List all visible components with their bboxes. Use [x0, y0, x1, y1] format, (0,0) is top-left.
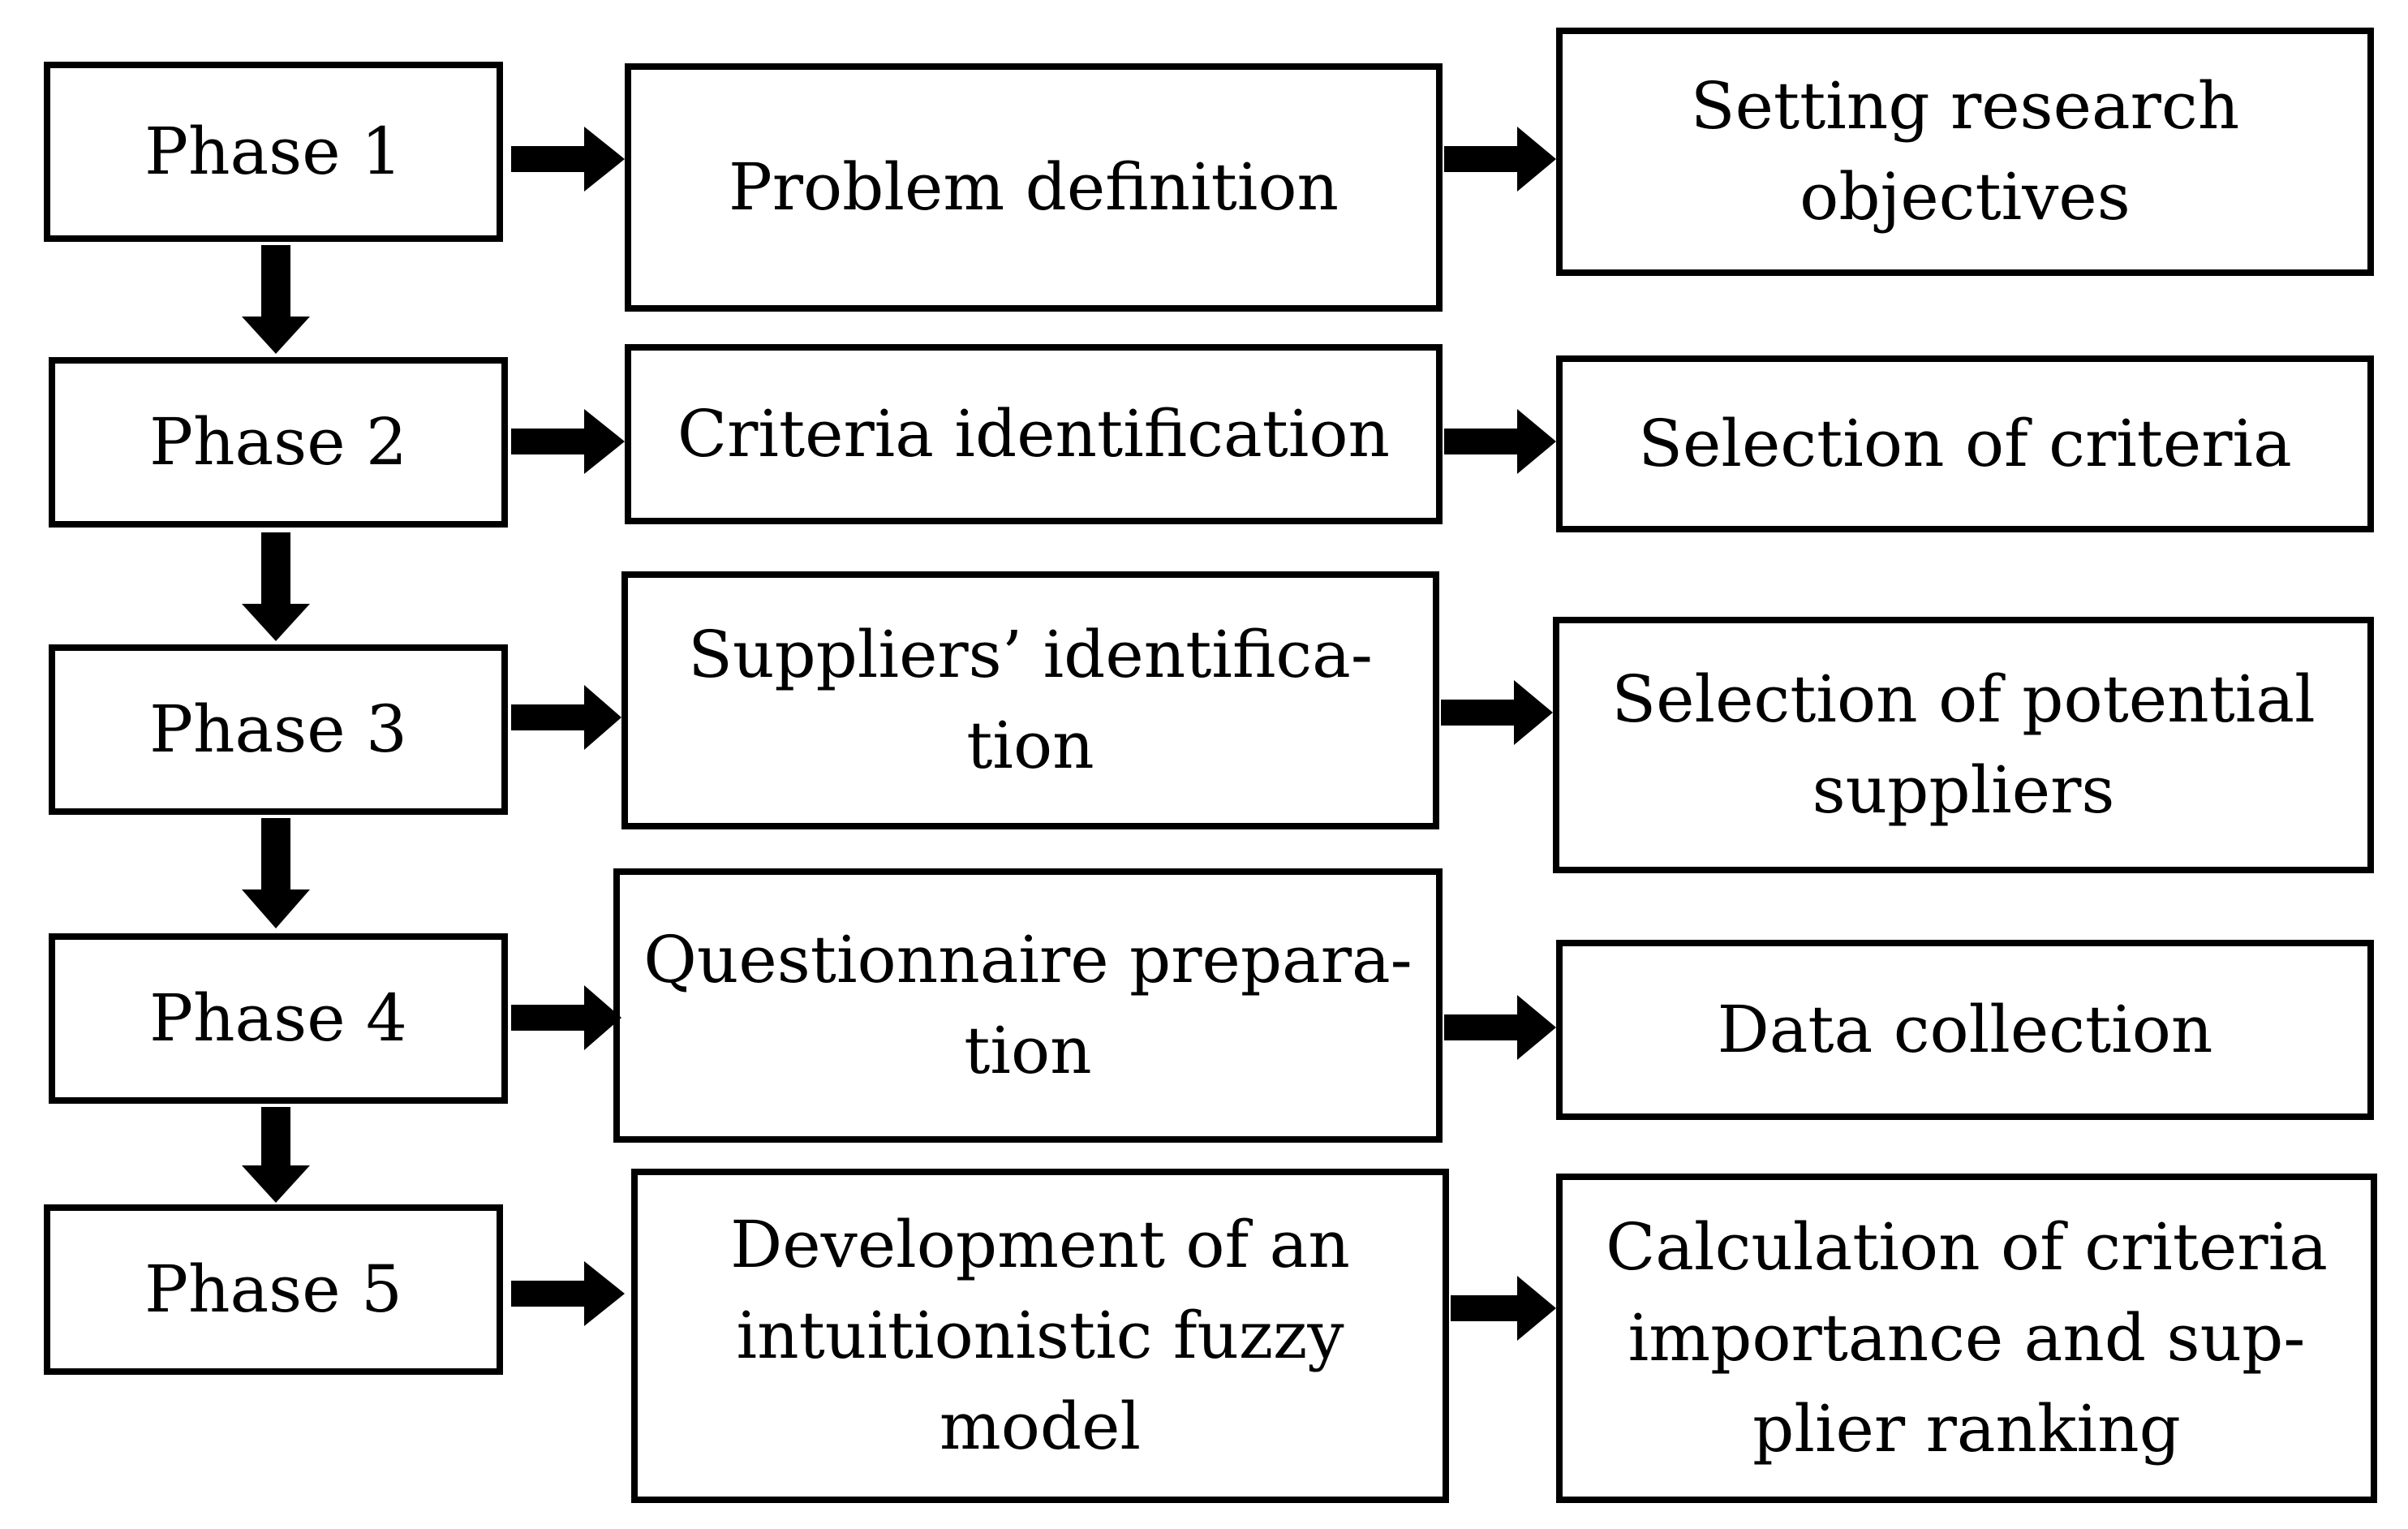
phase-2-step-box: Criteria identification — [625, 344, 1443, 524]
phase-2-label: Phase 2 — [149, 404, 407, 480]
phase-3-step-box: Suppliers’ identifica- tion — [621, 571, 1439, 829]
phase-1-step-text: Problem definition — [728, 149, 1339, 225]
phase-5-step-box: Development of an intuitionistic fuzzy m… — [631, 1169, 1449, 1503]
phase-3-label: Phase 3 — [149, 691, 407, 767]
arrow-phase-2-to-phase-3 — [242, 532, 310, 641]
phase-2-outcome-text: Selection of criteria — [1638, 406, 2292, 481]
phase-3-box: Phase 3 — [49, 644, 508, 815]
arrow-step-1-to-outcome — [1444, 127, 1556, 192]
phase-2-step-text: Criteria identification — [677, 396, 1391, 472]
arrow-phase-1-to-phase-2 — [242, 245, 310, 354]
arrow-step-3-to-outcome — [1441, 680, 1553, 745]
phase-5-outcome-box: Calculation of criteria importance and s… — [1556, 1174, 2377, 1503]
phase-1-outcome-text: Setting research objectives — [1690, 68, 2240, 235]
phase-3-step-text: Suppliers’ identifica- tion — [688, 617, 1373, 783]
phase-3-outcome-box: Selection of potential suppliers — [1553, 617, 2374, 873]
arrow-step-4-to-outcome — [1444, 995, 1556, 1060]
phase-1-outcome-box: Setting research objectives — [1556, 28, 2374, 276]
phase-4-outcome-text: Data collection — [1717, 992, 2213, 1067]
phase-1-label: Phase 1 — [144, 114, 402, 189]
phase-5-box: Phase 5 — [44, 1204, 503, 1375]
phase-4-step-box: Questionnaire prepara- tion — [613, 868, 1443, 1143]
phase-1-step-box: Problem definition — [625, 63, 1443, 312]
arrow-phase-3-to-step — [511, 685, 621, 750]
phase-4-outcome-box: Data collection — [1556, 940, 2374, 1120]
phase-2-outcome-box: Selection of criteria — [1556, 355, 2374, 532]
phase-3-outcome-text: Selection of potential suppliers — [1611, 661, 2316, 828]
phase-4-label: Phase 4 — [149, 980, 407, 1056]
arrow-phase-4-to-phase-5 — [242, 1107, 310, 1203]
arrow-phase-3-to-phase-4 — [242, 818, 310, 928]
phase-5-label: Phase 5 — [144, 1251, 402, 1327]
arrow-step-2-to-outcome — [1444, 409, 1556, 474]
phase-1-box: Phase 1 — [44, 62, 503, 242]
arrow-phase-4-to-step — [511, 985, 621, 1050]
phase-5-outcome-text: Calculation of criteria importance and s… — [1606, 1209, 2328, 1467]
arrow-step-5-to-outcome — [1451, 1276, 1556, 1341]
arrow-phase-2-to-step — [511, 409, 625, 474]
phase-5-step-text: Development of an intuitionistic fuzzy m… — [730, 1207, 1350, 1464]
arrow-phase-5-to-step — [511, 1261, 625, 1326]
arrow-phase-1-to-step — [511, 127, 625, 192]
phase-2-box: Phase 2 — [49, 357, 508, 528]
phase-4-step-text: Questionnaire prepara- tion — [643, 922, 1413, 1088]
phase-4-box: Phase 4 — [49, 933, 508, 1104]
